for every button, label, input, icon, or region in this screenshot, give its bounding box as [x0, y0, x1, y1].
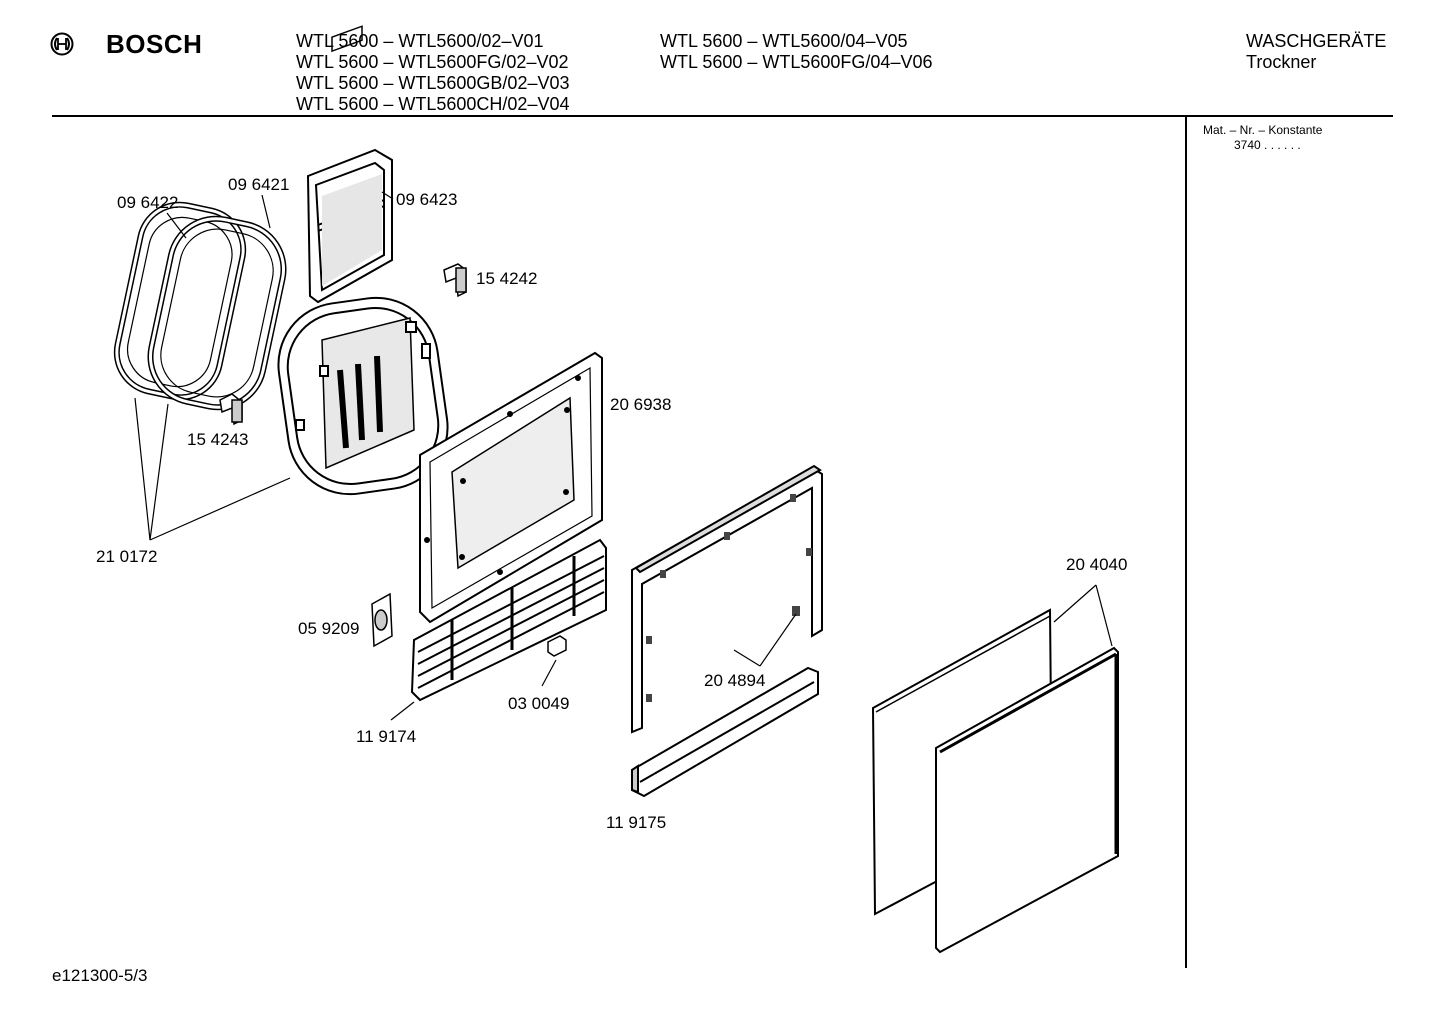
material-number-value: 3740 . . . . . . — [1234, 138, 1301, 152]
part-label: 15 4242 — [476, 269, 537, 288]
small-clip — [547, 635, 567, 657]
model-line: WTL 5600 – WTL5600/02–V01 — [296, 31, 544, 51]
category-block: WASCHGERÄTE Trockner — [1246, 31, 1386, 73]
part-label: 09 6423 — [396, 190, 457, 209]
bosch-logo: BOSCH — [48, 28, 202, 62]
cover-plate-front — [935, 646, 1119, 954]
door-seal-ring-outer — [113, 201, 247, 401]
part-label: 11 9175 — [606, 813, 666, 832]
material-number-label: Mat. – Nr. – Konstante — [1203, 123, 1323, 137]
part-label: 11 9174 — [356, 727, 416, 746]
part-label: 21 0172 — [96, 547, 157, 566]
hinge-clip-top — [443, 263, 467, 298]
part-number-labels: 09 6422 09 6421 09 6423 15 4242 15 4243 … — [96, 175, 1127, 832]
base-grille — [410, 538, 607, 702]
model-line: WTL 5600 – WTL5600CH/02–V04 — [296, 94, 570, 114]
door-seal-ring-inner — [147, 215, 287, 411]
front-frame — [631, 464, 823, 734]
sensor-part — [371, 592, 393, 648]
part-label: 15 4243 — [187, 430, 248, 449]
category-title: WASCHGERÄTE — [1246, 31, 1387, 51]
subcategory-title: Trockner — [1246, 52, 1317, 72]
leader-lines — [134, 191, 1113, 721]
part-label: 20 4040 — [1066, 555, 1127, 574]
model-list-2: WTL 5600 – WTL5600/04–V05 WTL 5600 – WTL… — [660, 31, 932, 73]
lint-filter — [306, 25, 393, 304]
part-label: 05 9209 — [298, 619, 359, 638]
model-list-1: WTL 5600 – WTL5600/02–V01 WTL 5600 – WTL… — [296, 31, 570, 115]
part-label: 20 6938 — [610, 395, 671, 414]
part-label: 03 0049 — [508, 694, 569, 713]
bosch-armature-icon — [50, 32, 74, 56]
model-line: WTL 5600 – WTL5600FG/04–V06 — [660, 52, 933, 72]
kick-strip — [631, 666, 819, 798]
brand-name: BOSCH — [106, 29, 203, 59]
model-line: WTL 5600 – WTL5600/04–V05 — [660, 31, 908, 51]
front-panel-plate — [419, 351, 603, 624]
drawing-id: e121300-5/3 — [52, 966, 148, 985]
door-inner-frame — [277, 296, 449, 496]
model-line: WTL 5600 – WTL5600FG/02–V02 — [296, 52, 569, 72]
model-line: WTL 5600 – WTL5600GB/02–V03 — [296, 73, 570, 93]
part-label: 20 4894 — [704, 671, 765, 690]
part-label: 09 6421 — [228, 175, 289, 194]
hinge-clip-bottom — [219, 393, 243, 426]
part-label: 09 6422 — [117, 193, 178, 212]
